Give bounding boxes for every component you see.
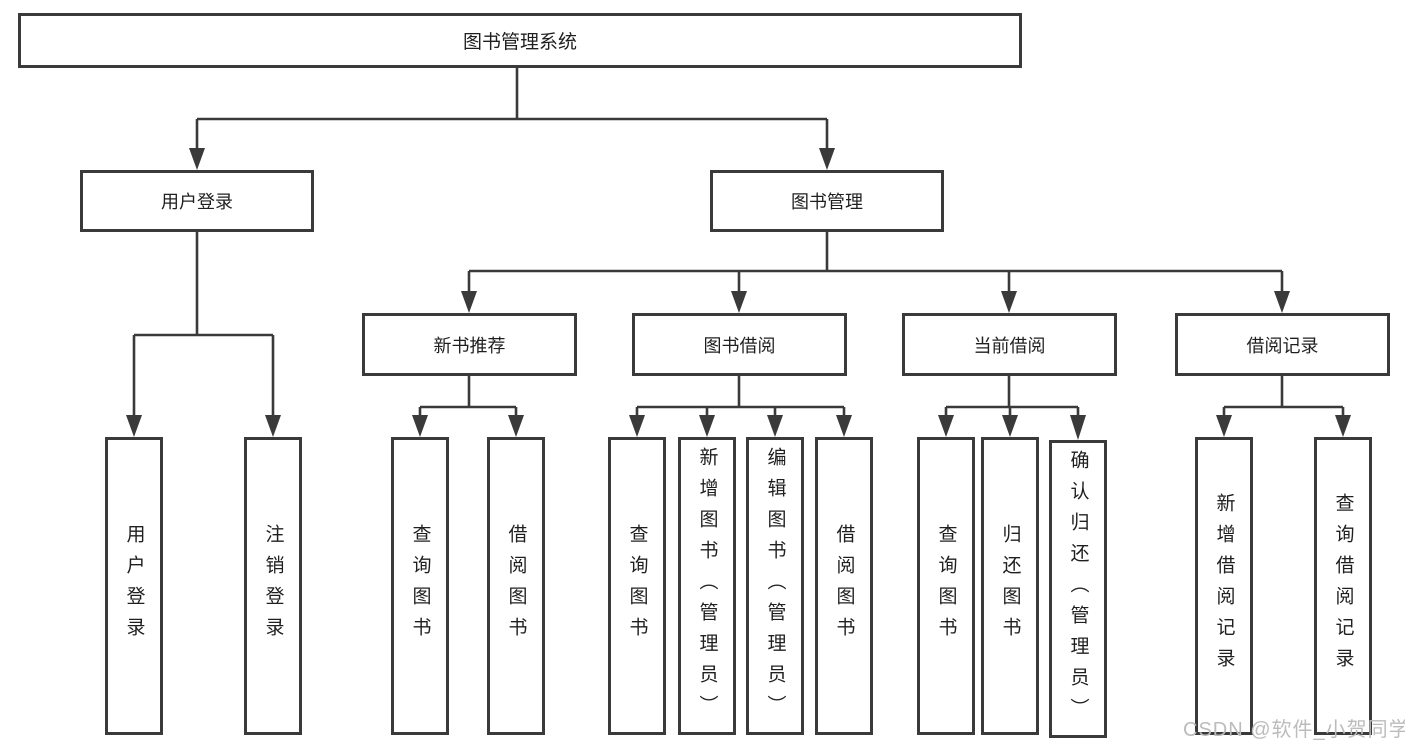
node-label: 新增借阅记录 (1213, 493, 1235, 679)
node-return-book: 归还图书 (981, 437, 1039, 735)
node-label: 归还图书 (999, 524, 1021, 648)
node-label: 用户登录 (123, 524, 145, 648)
node-label: 查询图书 (409, 524, 431, 648)
node-label: 图书管理 (791, 192, 863, 212)
node-add-book-admin: 新增图书（管理员） (678, 437, 736, 735)
node-current-borrowing: 当前借阅 (902, 313, 1117, 376)
node-label: 借阅图书 (833, 524, 855, 648)
node-book-borrowing: 图书借阅 (632, 313, 847, 376)
node-label: 查询借阅记录 (1332, 493, 1354, 679)
node-book-management-module: 图书管理 (710, 170, 944, 232)
node-label: 图书管理系统 (462, 32, 577, 53)
node-confirm-return-admin: 确认归还（管理员） (1049, 440, 1107, 738)
node-label: 新增图书（管理员） (696, 446, 718, 726)
node-user-login-leaf: 用户登录 (105, 437, 163, 735)
node-library-management-system: 图书管理系统 (18, 13, 1022, 68)
node-query-books-recommend: 查询图书 (391, 437, 449, 735)
node-label: 图书借阅 (703, 335, 776, 356)
node-add-borrow-record: 新增借阅记录 (1195, 437, 1253, 735)
node-logout-leaf: 注销登录 (244, 437, 302, 735)
node-label: 当前借阅 (973, 335, 1046, 356)
node-borrow-books-leaf: 借阅图书 (815, 437, 873, 735)
node-label: 查询图书 (626, 524, 648, 648)
node-query-borrow-record: 查询借阅记录 (1314, 437, 1372, 735)
node-query-books-borrow: 查询图书 (608, 437, 666, 735)
node-query-books-current: 查询图书 (917, 437, 975, 735)
node-label: 查询图书 (935, 524, 957, 648)
node-user-login-module: 用户登录 (80, 170, 314, 232)
csdn-watermark: CSDN @软件_小贺同学 (1183, 719, 1405, 741)
node-label: 借阅图书 (505, 524, 527, 648)
arrowhead-icons (126, 148, 1351, 440)
node-borrowing-records: 借阅记录 (1175, 313, 1390, 376)
node-borrow-books-recommend: 借阅图书 (487, 437, 545, 735)
node-label: 确认归还（管理员） (1067, 449, 1089, 729)
node-label: 用户登录 (161, 192, 233, 212)
node-new-book-recommendation: 新书推荐 (362, 313, 577, 376)
node-label: 注销登录 (262, 524, 284, 648)
node-label: 借阅记录 (1246, 335, 1319, 356)
node-label: 新书推荐 (433, 335, 506, 356)
node-edit-book-admin: 编辑图书（管理员） (746, 437, 804, 735)
node-label: 编辑图书（管理员） (764, 446, 786, 726)
